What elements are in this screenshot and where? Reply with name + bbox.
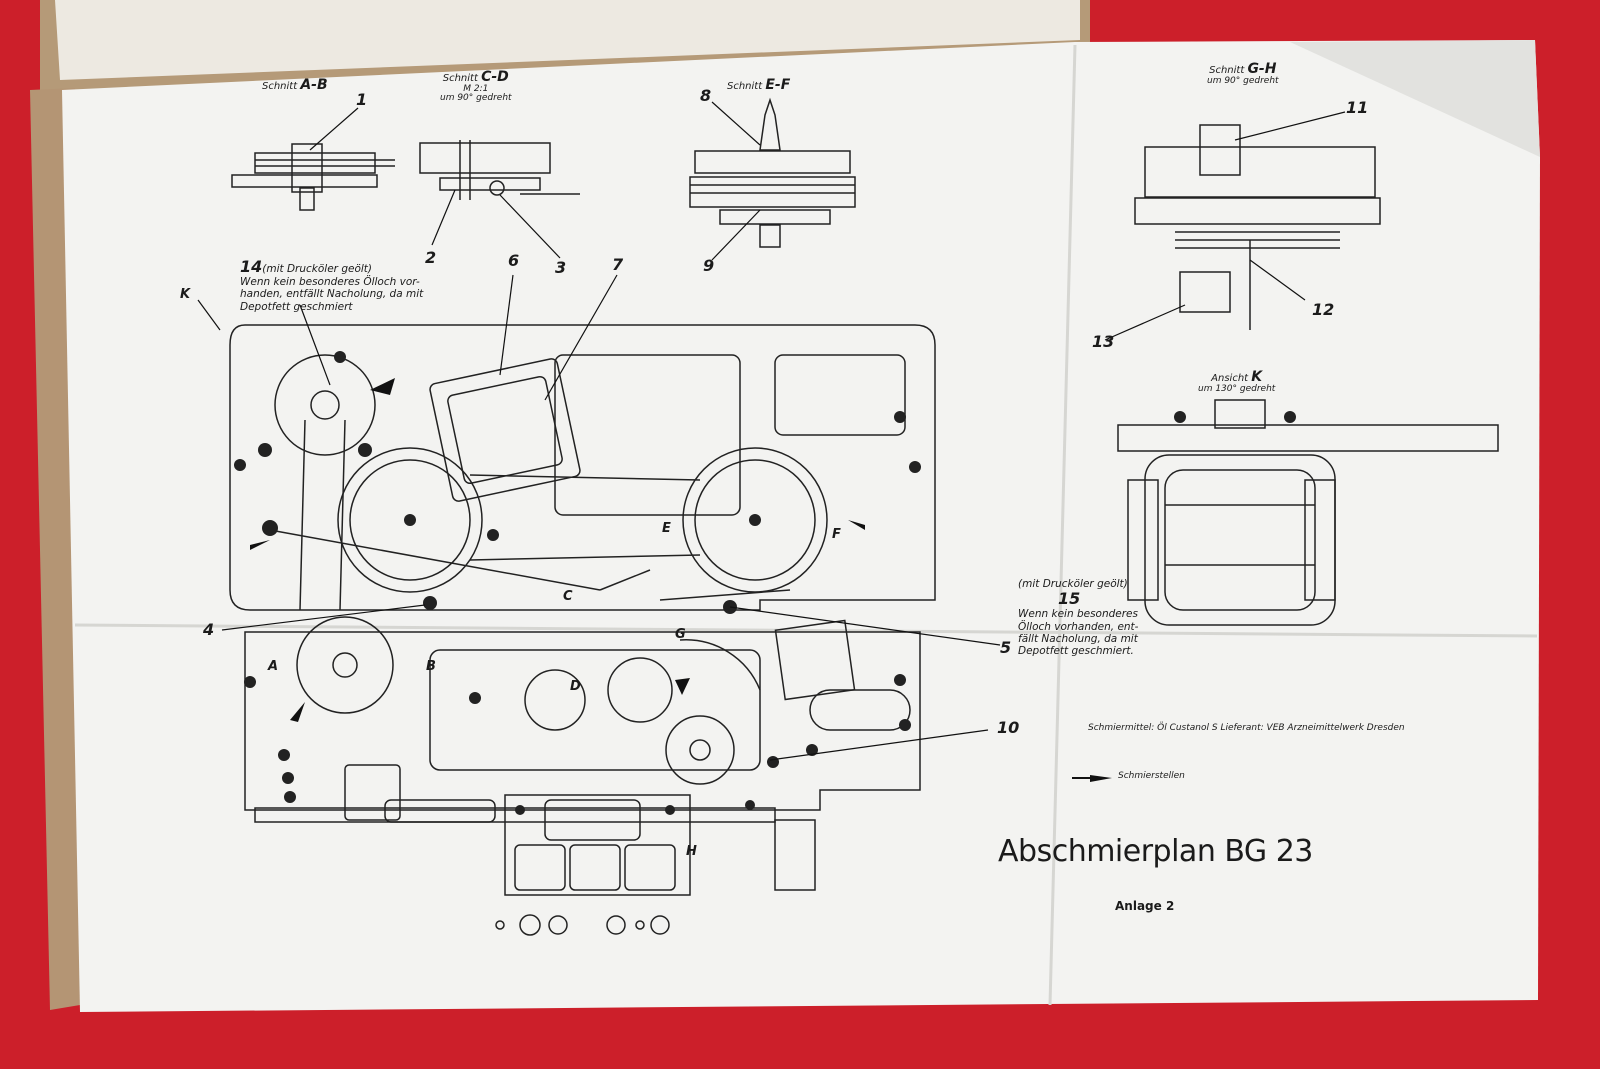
point-13: 13 [1092,332,1115,351]
marker-d: D [570,679,581,694]
marker-k: K [180,287,191,302]
fold-line-horizontal [74,623,1538,638]
marker-b: B [426,659,436,674]
section-ab-label: Schnitt A-B [262,77,328,93]
point-6: 6 [508,251,520,270]
page-title: Abschmierplan BG 23 [998,834,1313,869]
point-5: 5 [1000,638,1012,657]
fold-line-vertical [1048,44,1077,1006]
note-15: (mit Drucköler geölt) 15 Wenn kein beson… [1018,578,1139,657]
point-1: 1 [356,90,368,109]
marker-g: G [675,627,686,642]
point-11: 11 [1346,98,1369,117]
screw-markers [234,351,1296,815]
lubrication-arrows [250,378,1112,782]
leader-lines [197,101,1346,761]
marker-c: C [563,589,573,604]
marker-e: E [662,521,671,536]
folded-corner [1290,40,1540,157]
point-9: 9 [703,256,715,275]
annex-label: Anlage 2 [1115,899,1175,913]
point-10: 10 [997,718,1020,737]
note-14: 14(mit Drucköler geölt) Wenn kein besond… [240,257,424,313]
point-4: 4 [203,620,215,639]
point-12: 12 [1312,300,1335,319]
cover-page [55,0,1080,80]
paper-sheet [62,40,1540,1012]
machine-outline [229,97,1499,936]
marker-h: H [686,844,697,859]
lubricant-note: Schmiermittel: Öl Custanol S Lieferant: … [1088,723,1405,733]
point-3: 3 [555,258,567,277]
point-2: 2 [425,248,437,267]
legend-label: Schmierstellen [1118,771,1185,781]
section-ef-label: Schnitt E-F [727,77,791,93]
marker-f: F [832,527,841,542]
point-7: 7 [612,255,624,274]
point-8: 8 [700,86,712,105]
marker-a: A [268,659,279,674]
